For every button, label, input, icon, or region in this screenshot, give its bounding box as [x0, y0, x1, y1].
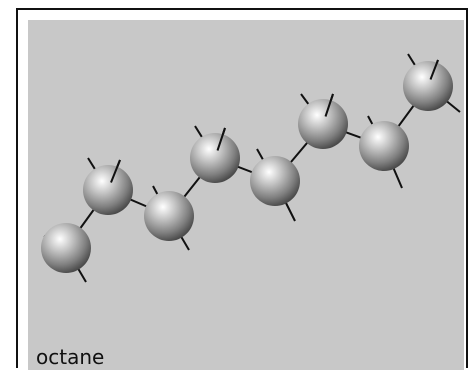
hydrogen-stub-front-C4-2: [216, 127, 226, 151]
hydrogen-stub-front-C6-2: [324, 93, 334, 117]
atom-C3: [144, 191, 194, 241]
molecule-viewport: octane: [28, 20, 464, 370]
atom-C1: [41, 223, 91, 273]
atoms-layer: [41, 59, 453, 273]
atom-C6: [298, 99, 348, 149]
atom-C5: [250, 156, 300, 206]
diagram-frame: octane: [16, 8, 468, 370]
atom-C7: [359, 121, 409, 171]
molecule-scene: [41, 53, 461, 283]
hydrogen-stub-front-C2-2: [110, 159, 121, 183]
atom-C8: [403, 61, 453, 111]
molecule-name-label: octane: [36, 345, 105, 369]
atom-C4: [190, 133, 240, 183]
hydrogen-stub-front-C8-2: [429, 59, 439, 80]
atom-C2: [83, 165, 133, 215]
